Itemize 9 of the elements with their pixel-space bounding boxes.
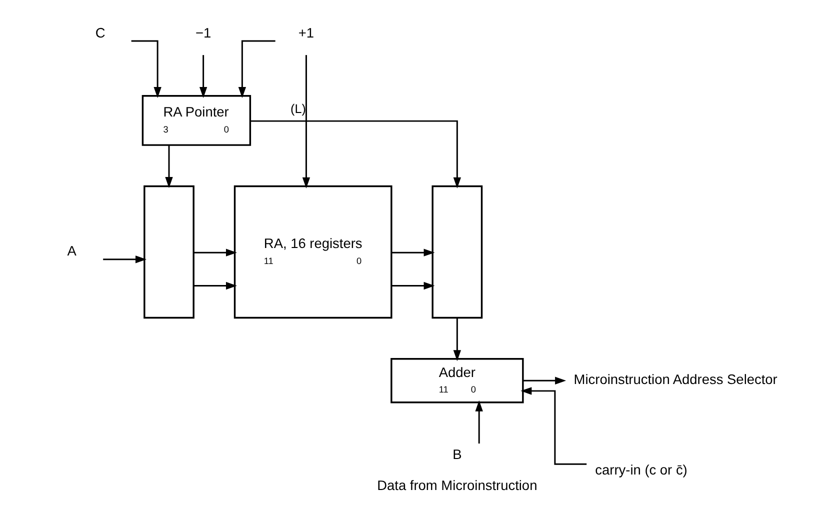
node-text: A	[67, 243, 76, 258]
node-text: −1	[195, 25, 212, 40]
node-label: Data from Microinstruction	[377, 477, 538, 492]
node-text: B	[452, 446, 462, 462]
node-text: C	[95, 25, 106, 40]
edge-label: (L)	[290, 101, 306, 116]
node-text: +1	[298, 25, 314, 40]
node-text: carry-in (c or c̄)	[595, 462, 688, 478]
node-text: Microinstruction Address Selector	[574, 372, 778, 387]
